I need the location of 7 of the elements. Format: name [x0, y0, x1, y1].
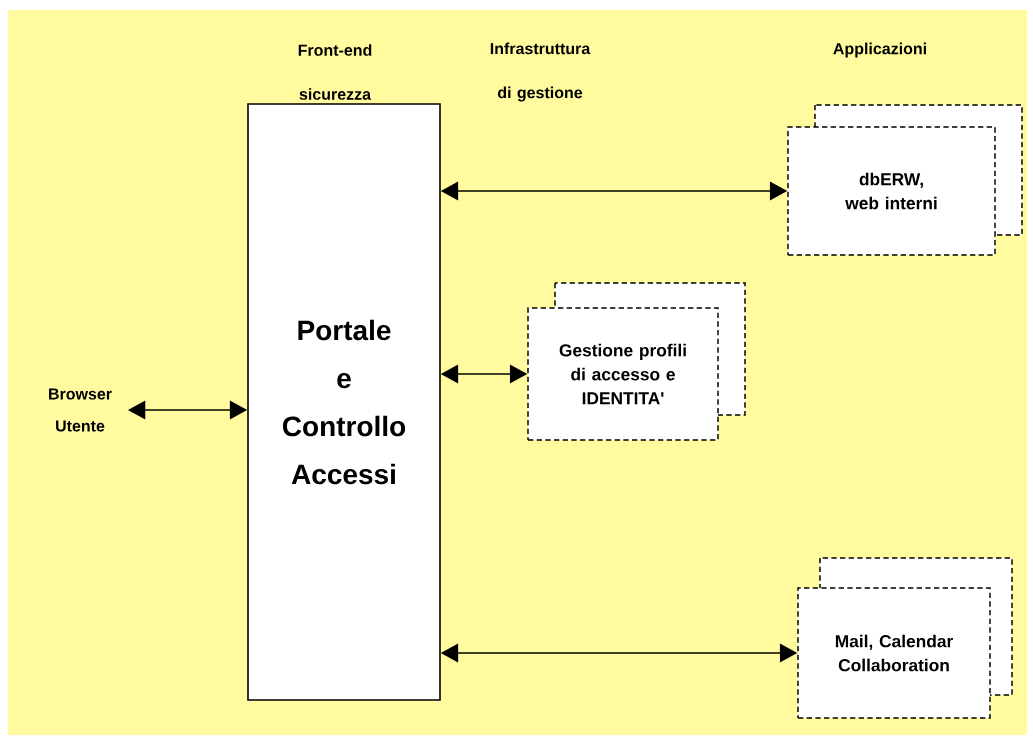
column-heading: Infrastruttura di gestione [490, 42, 591, 102]
stacked-dashed-box: Mail, Calendar Collaboration [797, 557, 1013, 719]
portal-box: Portale e Controllo Accessi [247, 103, 441, 701]
stacked-dashed-box: Gestione profili di accesso e IDENTITA' [527, 282, 746, 441]
node-label: Browser Utente [49, 388, 112, 432]
stacked-dashed-box: dbERW, web interni [787, 104, 1023, 256]
column-heading: Applicazioni [833, 42, 926, 58]
